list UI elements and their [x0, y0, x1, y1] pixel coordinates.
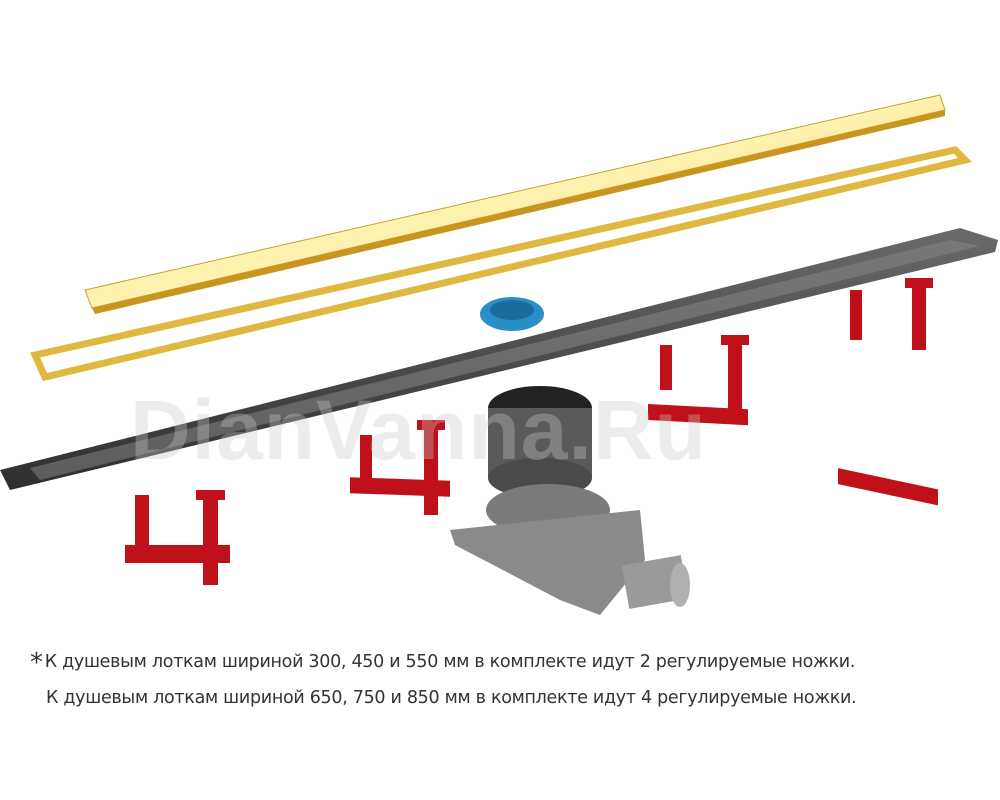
- hair-filter-basket: [480, 297, 544, 331]
- leg: [838, 278, 938, 506]
- adjustable-legs-front: [125, 420, 450, 585]
- leg: [648, 335, 749, 426]
- gold-frame: [30, 146, 972, 382]
- footnote-line-2: К душевым лоткам шириной 650, 750 и 850 …: [46, 688, 857, 708]
- adjustable-legs: [648, 278, 938, 506]
- gold-grate-cover: [84, 94, 946, 314]
- leg: [125, 490, 230, 585]
- asterisk: *: [30, 648, 43, 678]
- leg: [350, 420, 450, 515]
- siphon-assembly: [450, 386, 690, 615]
- shower-drain-exploded-illustration: [0, 94, 998, 615]
- footnote-text-1: К душевым лоткам шириной 300, 450 и 550 …: [44, 652, 856, 672]
- footnote-text-2: К душевым лоткам шириной 650, 750 и 850 …: [46, 688, 857, 708]
- channel-body: [0, 228, 998, 490]
- footnote-line-1: *К душевым лоткам шириной 300, 450 и 550…: [30, 648, 855, 678]
